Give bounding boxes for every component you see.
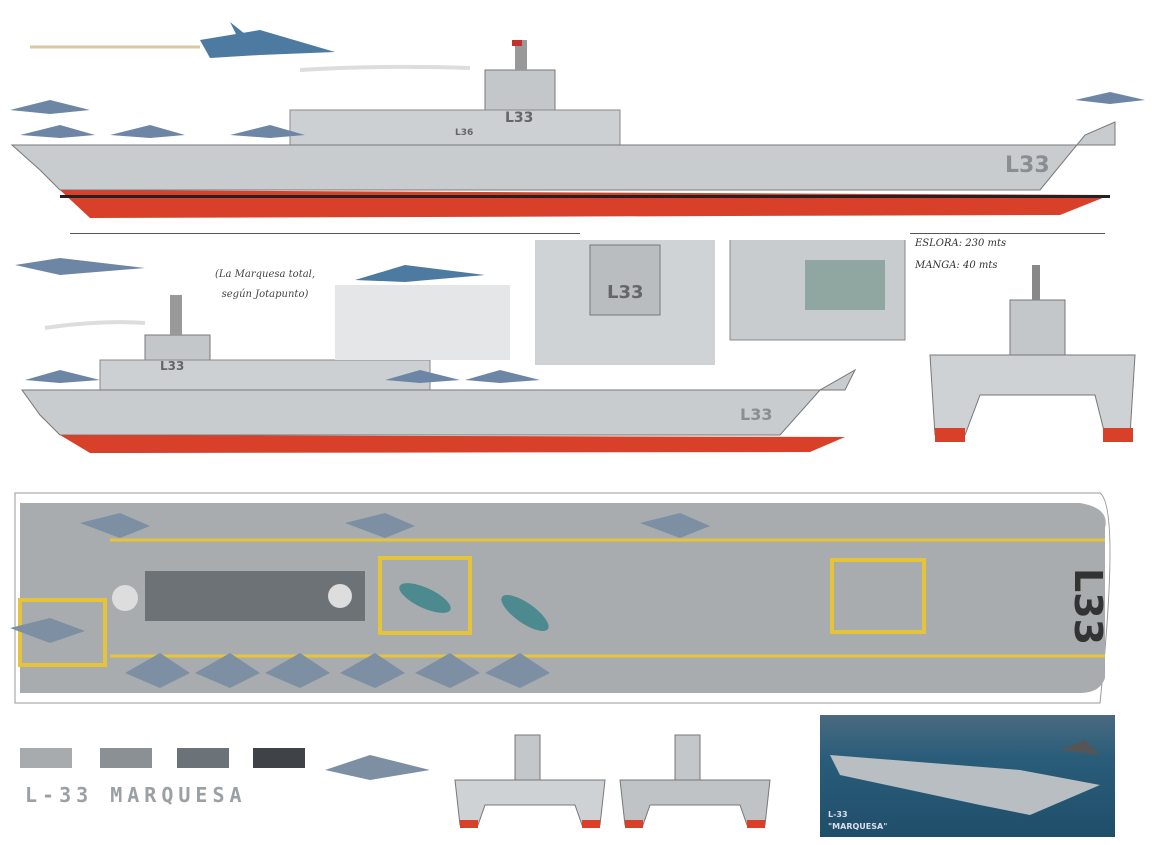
section-view-small — [619, 734, 771, 828]
annotation: (La Marquesa total, según Jotapunto) — [200, 265, 330, 305]
bottom-views — [325, 734, 771, 828]
detail-island-number: L33 — [607, 282, 644, 303]
ship-title: L-33 MARQUESA — [25, 783, 247, 807]
side-profile-large: L33 L36 L33 — [10, 22, 1145, 218]
island-superstructure: L33 L36 — [289, 40, 621, 146]
island-number-secondary: L36 — [455, 128, 473, 138]
length-spec: ESLORA: 230 mts — [915, 238, 1007, 249]
bow-number: L33 — [740, 405, 772, 424]
jet-icon — [325, 755, 430, 780]
detail-panels: L33 — [335, 240, 906, 365]
annotation-line-2: según Jotapunto) — [221, 289, 309, 300]
island-number: L33 — [160, 359, 184, 373]
hull-waterline — [60, 190, 1110, 218]
flight-deck-plan: L33 — [10, 492, 1111, 704]
color-swatch-gray — [100, 748, 152, 768]
artwork-painting: L-33 "MARQUESA" — [820, 715, 1115, 837]
deck-number: L33 — [1066, 568, 1110, 645]
annotation-line-1: (La Marquesa total, — [214, 269, 316, 280]
bow-number: L33 — [1005, 153, 1050, 178]
front-view-small — [454, 734, 606, 828]
divider-line — [70, 233, 580, 234]
jet-icon — [15, 258, 145, 275]
front-view — [929, 265, 1136, 442]
color-swatch-dark-gray — [177, 748, 229, 768]
color-swatch-charcoal — [253, 748, 305, 768]
beam-spec: MANGA: 40 mts — [915, 260, 998, 271]
color-swatch-light-gray — [20, 748, 72, 768]
side-profile-small: L33 L33 — [15, 258, 857, 453]
divider-line — [910, 233, 1105, 234]
island-number: L33 — [505, 110, 533, 126]
jet-flyover — [30, 22, 335, 58]
painting-caption-name: "MARQUESA" — [828, 822, 888, 831]
hull — [10, 121, 1116, 191]
deck-aircraft — [10, 92, 1145, 138]
painting-caption-number: L-33 — [828, 810, 848, 819]
parked-aircraft — [10, 513, 710, 688]
